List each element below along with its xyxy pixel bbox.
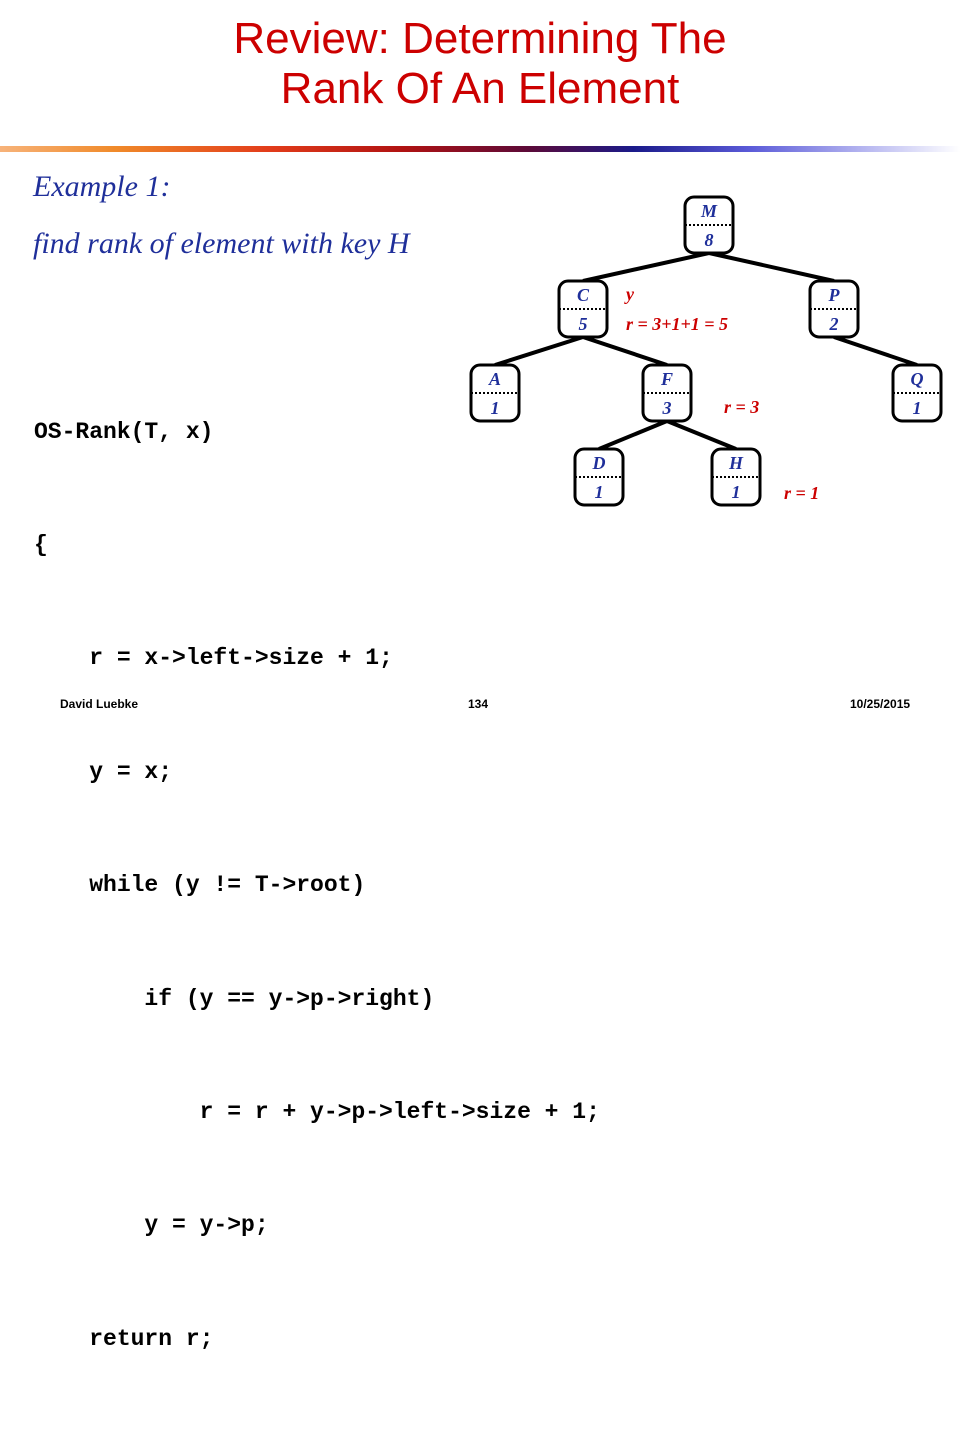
tree-node-C: C5 [557,279,609,339]
code-line: y = x; [34,758,173,785]
tree-node-H: H1 [710,447,762,507]
tree-node-P: P2 [808,279,860,339]
node-key: P [828,285,841,305]
tree-node-F: F3 [641,363,693,423]
footer-page-number: 134 [468,697,489,711]
tree-node-Q: Q1 [891,363,943,423]
footer-date: 10/25/2015 [850,697,911,711]
title-line-2: Rank Of An Element [280,64,680,113]
tree-node-A: A1 [469,363,521,423]
annotation-y: y [624,284,635,304]
code-line: { [34,531,48,558]
tree-edge-C-A [494,335,584,367]
example-heading: Example 1: [33,170,171,203]
node-key: A [488,369,501,389]
tree-node-D: D1 [573,447,625,507]
tree-edge-M-C [582,251,710,283]
node-size: 1 [913,398,922,418]
annotation-rank-f: r = 3 [724,397,759,417]
footer-author: David Luebke [60,697,139,711]
node-size: 5 [579,314,588,334]
tree-edge-C-F [582,335,668,367]
code-line: r = r + y->p->left->size + 1; [34,1098,600,1125]
node-size: 3 [662,398,672,418]
code-line: r = x->left->size + 1; [34,645,393,672]
code-line: } [34,1434,600,1440]
code-line: if (y == y->p->right) [34,985,435,1012]
annotation-rank-h: r = 1 [784,483,819,503]
node-size: 1 [595,482,604,502]
tree-edge-P-Q [833,335,918,367]
tree-edges [494,251,918,451]
example-task: find rank of element with key H [33,227,410,260]
node-key: C [577,285,590,305]
title-divider [0,146,960,152]
tree-edge-M-P [708,251,835,283]
tree-edge-F-H [666,419,737,451]
node-key: H [728,453,744,473]
node-size: 1 [732,482,741,502]
tree-node-M: M8 [683,195,735,255]
node-size: 2 [829,314,839,334]
node-key: F [660,369,673,389]
node-size: 1 [491,398,500,418]
code-line: while (y != T->root) [34,872,366,899]
title-line-1: Review: Determining The [233,14,727,63]
slide-title: Review: Determining The Rank Of An Eleme… [0,14,960,114]
annotation-rank-c: r = 3+1+1 = 5 [626,314,728,334]
node-key: M [700,201,718,221]
tree-edge-F-D [598,419,668,451]
rank-annotations: y r = 3+1+1 = 5 r = 3 r = 1 [624,284,819,503]
node-key: Q [911,369,924,389]
code-line: return r; [34,1325,214,1352]
node-size: 8 [705,230,714,250]
node-key: D [592,453,606,473]
code-line: y = y->p; [34,1212,269,1239]
code-line: OS-Rank(T, x) [34,418,214,445]
